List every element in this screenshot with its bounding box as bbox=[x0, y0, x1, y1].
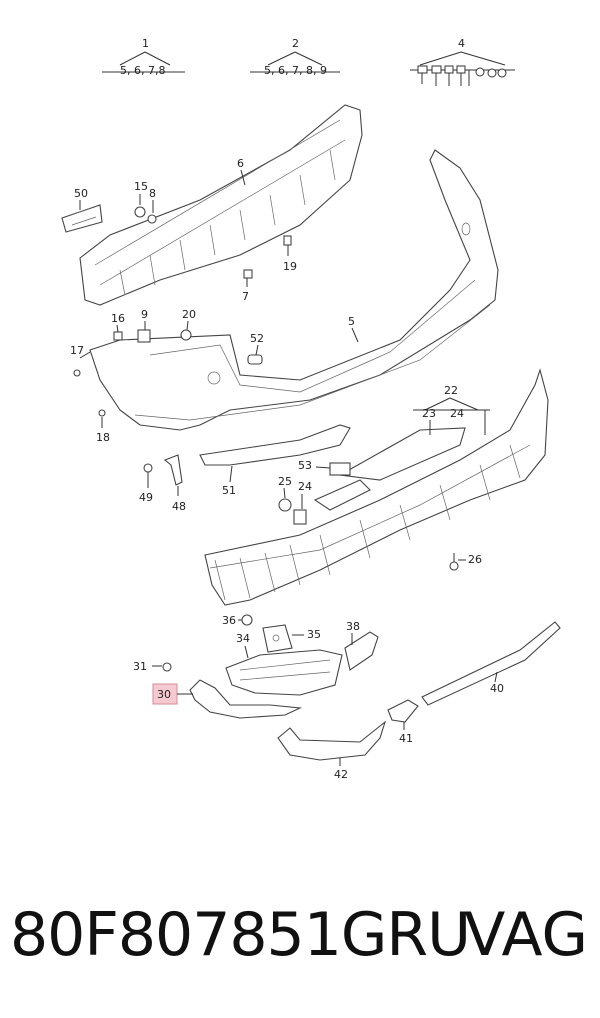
callout-36: 36 bbox=[222, 614, 236, 627]
callout-24: 24 bbox=[450, 407, 464, 420]
part-51-trim bbox=[199, 424, 351, 466]
fastener-set-icon bbox=[417, 65, 507, 86]
part-5-bumper-cover bbox=[89, 149, 499, 431]
part-24-sensor-holder bbox=[293, 509, 307, 525]
group-2-number: 2 bbox=[292, 37, 299, 50]
part-15-clip bbox=[134, 206, 146, 218]
part-number: 80F807851GRU bbox=[10, 900, 471, 970]
callout-16: 16 bbox=[111, 312, 125, 325]
callout-40: 40 bbox=[490, 682, 504, 695]
group-4-number: 4 bbox=[458, 37, 465, 50]
callout-42: 42 bbox=[334, 768, 348, 781]
part-23-inner-bracket bbox=[338, 427, 466, 481]
part-25-nut bbox=[278, 498, 292, 512]
callout-9: 9 bbox=[141, 308, 148, 321]
callout-25: 25 bbox=[278, 475, 292, 488]
group-1: 1 5, 6, 7,8 bbox=[102, 37, 185, 77]
callout-20: 20 bbox=[182, 308, 196, 321]
part-7-clip bbox=[243, 269, 253, 279]
part-34-grille bbox=[225, 649, 343, 696]
part-42-chrome-trim bbox=[277, 720, 387, 761]
part-19-clip bbox=[283, 235, 292, 246]
group-2-sub: 5, 6, 7, 8, 9 bbox=[264, 64, 327, 77]
callout-34: 34 bbox=[236, 632, 250, 645]
part-41-end-cap bbox=[387, 699, 419, 723]
callout-30: 30 bbox=[157, 688, 171, 701]
callout-8: 8 bbox=[149, 187, 156, 200]
callout-23: 23 bbox=[422, 407, 436, 420]
part-22-lower-carrier bbox=[204, 368, 549, 606]
part-38-reflector bbox=[344, 631, 379, 671]
part-6-carrier bbox=[79, 104, 363, 306]
callout-50: 50 bbox=[74, 187, 88, 200]
exploded-parts-diagram: 1 5, 6, 7,8 2 5, 6, 7, 8, 9 4 6 50 15 bbox=[61, 37, 561, 781]
part-9-bracket bbox=[137, 329, 151, 343]
group-1-sub: 5, 6, 7,8 bbox=[120, 64, 165, 77]
callout-49: 49 bbox=[139, 491, 153, 504]
part-35-bracket bbox=[262, 624, 293, 653]
group-1-number: 1 bbox=[142, 37, 149, 50]
part-53-sensor-mount bbox=[329, 462, 351, 476]
callout-6: 6 bbox=[237, 157, 244, 170]
callout-18: 18 bbox=[96, 431, 110, 444]
part-40-chrome-strip bbox=[421, 621, 561, 706]
part-31-screw bbox=[162, 662, 172, 672]
brand-name: VAG bbox=[464, 900, 588, 970]
part-16-clip bbox=[113, 331, 123, 341]
callout-53: 53 bbox=[298, 459, 312, 472]
callout-17: 17 bbox=[70, 344, 84, 357]
part-52-plug bbox=[247, 354, 263, 365]
part-8-nut bbox=[147, 214, 157, 224]
callout-7: 7 bbox=[242, 290, 249, 303]
part-49-screw bbox=[143, 463, 153, 473]
part-20-nut bbox=[180, 329, 192, 341]
callout-5: 5 bbox=[348, 315, 355, 328]
callout-51: 51 bbox=[222, 484, 236, 497]
part-24-bracket bbox=[313, 479, 371, 511]
part-48-clip bbox=[163, 454, 183, 486]
group-2: 2 5, 6, 7, 8, 9 bbox=[250, 37, 340, 77]
callout-38: 38 bbox=[346, 620, 360, 633]
part-36-nut bbox=[241, 614, 253, 626]
callout-31: 31 bbox=[133, 660, 147, 673]
callout-48: 48 bbox=[172, 500, 186, 513]
callout-41: 41 bbox=[399, 732, 413, 745]
part-17-screw bbox=[73, 369, 81, 377]
part-50-bracket bbox=[61, 204, 103, 233]
callout-35: 35 bbox=[307, 628, 321, 641]
callout-52: 52 bbox=[250, 332, 264, 345]
part-30-trim-panel bbox=[189, 679, 303, 719]
callout-15: 15 bbox=[134, 180, 148, 193]
part-26-screw bbox=[449, 561, 459, 571]
callout-26: 26 bbox=[468, 553, 482, 566]
callout-24b: 24 bbox=[298, 480, 312, 493]
callout-19: 19 bbox=[283, 260, 297, 273]
part-18-screw bbox=[98, 409, 106, 417]
group-4: 4 bbox=[410, 37, 515, 86]
callout-22: 22 bbox=[444, 384, 458, 397]
